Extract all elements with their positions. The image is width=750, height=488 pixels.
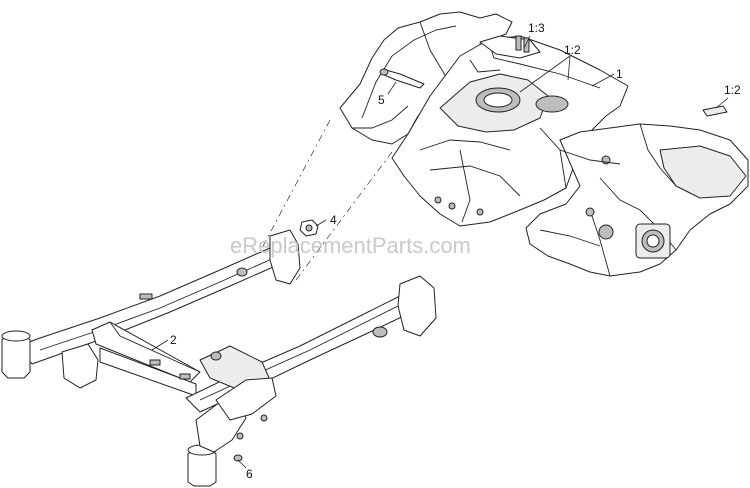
center-line-left — [261, 119, 331, 249]
callout-1-2-a: 1:2 — [564, 43, 581, 57]
upper-frame-assembly — [339, 11, 749, 277]
leader-5 — [387, 81, 397, 95]
callout-1: 1 — [616, 67, 623, 81]
callout-2: 2 — [170, 333, 177, 347]
pin-part-6 — [233, 454, 243, 462]
center-line-right — [295, 151, 393, 281]
callout-4: 4 — [330, 213, 337, 227]
leader-2 — [151, 339, 169, 351]
callout-5: 5 — [378, 93, 385, 107]
leader-1-2-a — [519, 55, 571, 93]
leader-1 — [591, 73, 615, 87]
callout-1-3: 1:3 — [528, 21, 545, 35]
lower-frame — [1, 229, 437, 487]
callout-6: 6 — [246, 467, 253, 481]
nut-part-4 — [299, 219, 319, 237]
watermark-text: eReplacementParts.com — [230, 233, 471, 258]
leader-6 — [237, 459, 247, 469]
callout-1-2-b: 1:2 — [724, 83, 741, 97]
leader-4 — [315, 219, 327, 227]
leader-1-2-b — [715, 97, 729, 109]
leader-1-3 — [523, 35, 531, 49]
